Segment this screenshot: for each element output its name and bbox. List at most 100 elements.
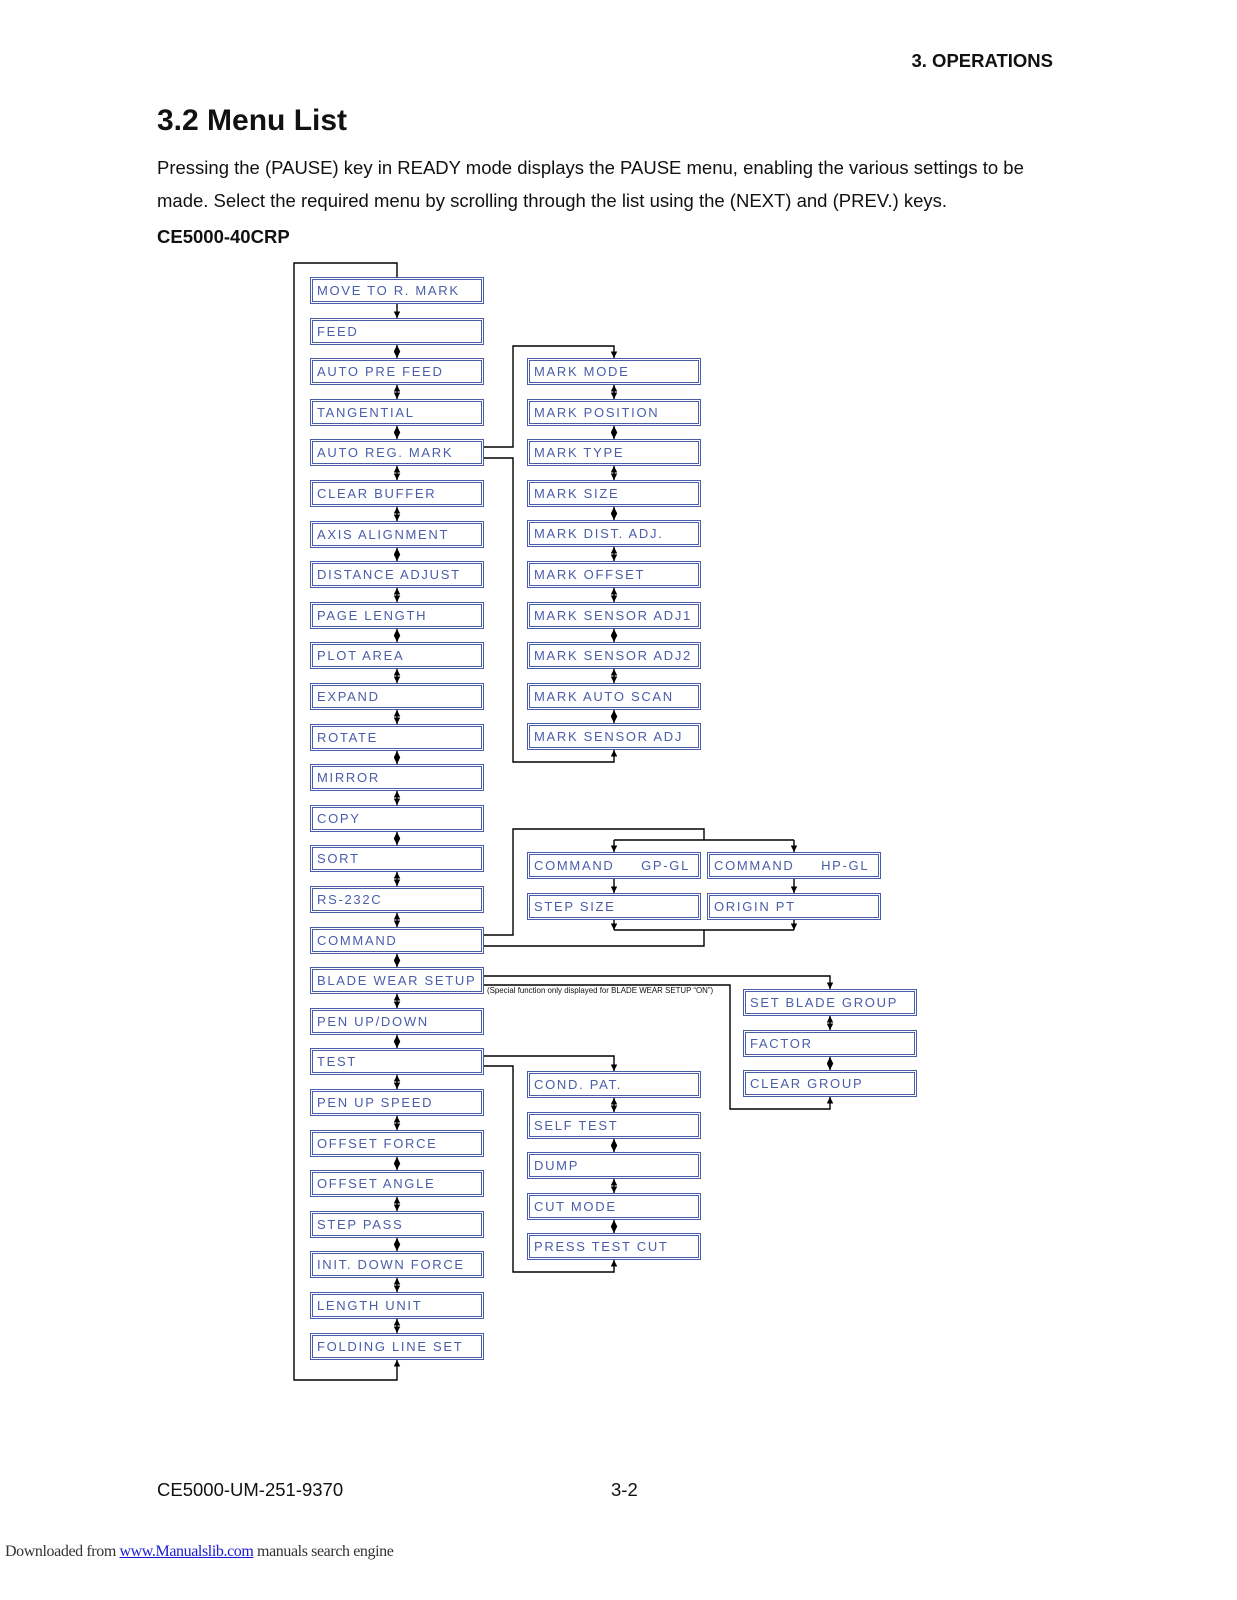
footer-document-number: CE5000-UM-251-9370 xyxy=(157,1479,344,1500)
menu-item-command: COMMAND xyxy=(310,927,484,954)
menu-label: FACTOR xyxy=(750,1036,813,1051)
menu-item-pen-up-speed: PEN UP SPEED xyxy=(310,1089,484,1116)
auto-reg-mark-enter-line xyxy=(484,345,618,448)
intro-line: made. Select the required menu by scroll… xyxy=(157,190,948,211)
menu-label: FEED xyxy=(317,324,359,339)
menu-label: MARK SENSOR ADJ xyxy=(534,729,684,744)
menu-label: SORT xyxy=(317,851,360,866)
menu-label: ORIGIN PT xyxy=(714,899,796,914)
menu-label: MIRROR xyxy=(317,770,380,785)
submenu-item-cond-pat: COND. PAT. xyxy=(527,1071,701,1098)
menu-label: DISTANCE ADJUST xyxy=(317,567,461,582)
menu-label: OFFSET ANGLE xyxy=(317,1176,436,1191)
menu-label: COPY xyxy=(317,811,361,826)
menu-item-folding-line-set: FOLDING LINE SET xyxy=(310,1333,484,1360)
menu-label: DUMP xyxy=(534,1158,580,1173)
submenu-item-mark-sensor-adj2: MARK SENSOR ADJ2 xyxy=(527,642,701,669)
submenu-item-command-gp-gl: COMMAND GP-GL xyxy=(527,852,701,879)
menu-label: CLEAR GROUP xyxy=(750,1076,864,1091)
menu-label: STEP SIZE xyxy=(534,899,616,914)
menu-label: RS-232C xyxy=(317,892,383,907)
menu-label: PEN UP SPEED xyxy=(317,1095,434,1110)
menu-item-distance-adjust: DISTANCE ADJUST xyxy=(310,561,484,588)
submenu-item-mark-type: MARK TYPE xyxy=(527,439,701,466)
menu-loop-return-line xyxy=(293,262,401,1381)
menu-item-auto-pre-feed: AUTO PRE FEED xyxy=(310,358,484,385)
menu-label: INIT. DOWN FORCE xyxy=(317,1257,465,1272)
menu-label: MARK TYPE xyxy=(534,445,625,460)
download-banner: Downloaded from www.Manualslib.com manua… xyxy=(5,1541,394,1563)
menu-label: CLEAR BUFFER xyxy=(317,486,437,501)
menu-label: STEP PASS xyxy=(317,1217,404,1232)
menu-item-rotate: ROTATE xyxy=(310,724,484,751)
menu-item-copy: COPY xyxy=(310,805,484,832)
menu-label: MARK SENSOR ADJ1 xyxy=(534,608,692,623)
blade-wear-enter-line xyxy=(484,975,834,989)
menu-label: ROTATE xyxy=(317,730,378,745)
submenu-item-mark-offset: MARK OFFSET xyxy=(527,561,701,588)
intro-paragraph: Pressing the (PAUSE) key in READY mode d… xyxy=(157,151,1024,217)
submenu-item-mark-sensor-adj1: MARK SENSOR ADJ1 xyxy=(527,602,701,629)
menu-label: AUTO REG. MARK xyxy=(317,445,454,460)
menu-item-auto-reg-mark: AUTO REG. MARK xyxy=(310,439,484,466)
menu-item-axis-alignment: AXIS ALIGNMENT xyxy=(310,521,484,548)
menu-label: AUTO PRE FEED xyxy=(317,364,444,379)
menu-label: BLADE WEAR SETUP xyxy=(317,973,477,988)
section-header: 3. OPERATIONS xyxy=(911,50,1053,71)
menu-label: AXIS ALIGNMENT xyxy=(317,527,450,542)
menu-label: COMMAND xyxy=(317,933,398,948)
submenu-item-clear-group: CLEAR GROUP xyxy=(743,1070,917,1097)
menu-label: COMMAND GP-GL xyxy=(534,858,691,873)
submenu-item-mark-dist-adj: MARK DIST. ADJ. xyxy=(527,520,701,547)
command-return-line xyxy=(484,930,705,947)
submenu-item-self-test: SELF TEST xyxy=(527,1112,701,1139)
menu-label: EXPAND xyxy=(317,689,380,704)
menu-item-move-to-r-mark: MOVE TO R. MARK xyxy=(310,277,484,304)
model-heading: CE5000-40CRP xyxy=(157,226,290,247)
submenu-item-origin-pt: ORIGIN PT xyxy=(707,893,881,920)
menu-label: TEST xyxy=(317,1054,358,1069)
menu-label: SELF TEST xyxy=(534,1118,619,1133)
submenu-item-step-size: STEP SIZE xyxy=(527,893,701,920)
submenu-item-press-test-cut: PRESS TEST CUT xyxy=(527,1233,701,1260)
download-suffix: manuals search engine xyxy=(253,1543,394,1560)
menu-label: MARK DIST. ADJ. xyxy=(534,526,664,541)
menu-item-offset-angle: OFFSET ANGLE xyxy=(310,1170,484,1197)
footer-page-number: 3-2 xyxy=(611,1479,638,1500)
submenu-item-dump: DUMP xyxy=(527,1152,701,1179)
menu-label: MARK MODE xyxy=(534,364,630,379)
test-return-line xyxy=(484,1065,618,1273)
page-title: 3.2 Menu List xyxy=(157,104,348,137)
menu-item-init-down-force: INIT. DOWN FORCE xyxy=(310,1251,484,1278)
submenu-item-mark-size: MARK SIZE xyxy=(527,480,701,507)
menu-label: MARK SIZE xyxy=(534,486,620,501)
blade-wear-note: (Special function only displayed for BLA… xyxy=(487,986,714,995)
menu-item-length-unit: LENGTH UNIT xyxy=(310,1292,484,1319)
menu-item-test: TEST xyxy=(310,1048,484,1075)
submenu-item-set-blade-group: SET BLADE GROUP xyxy=(743,989,917,1016)
menu-label: MARK POSITION xyxy=(534,405,660,420)
menu-item-sort: SORT xyxy=(310,845,484,872)
menu-item-mirror: MIRROR xyxy=(310,764,484,791)
submenu-item-mark-mode: MARK MODE xyxy=(527,358,701,385)
submenu-item-mark-auto-scan: MARK AUTO SCAN xyxy=(527,683,701,710)
menu-label: OFFSET FORCE xyxy=(317,1136,438,1151)
menu-label: PRESS TEST CUT xyxy=(534,1239,669,1254)
intro-line: Pressing the (PAUSE) key in READY mode d… xyxy=(157,157,1024,178)
download-prefix: Downloaded from xyxy=(5,1543,120,1560)
menu-item-plot-area: PLOT AREA xyxy=(310,642,484,669)
submenu-item-mark-position: MARK POSITION xyxy=(527,399,701,426)
menu-item-pen-up-down: PEN UP/DOWN xyxy=(310,1008,484,1035)
menu-item-tangential: TANGENTIAL xyxy=(310,399,484,426)
menu-item-expand: EXPAND xyxy=(310,683,484,710)
menu-label: LENGTH UNIT xyxy=(317,1298,423,1313)
menu-label: MARK SENSOR ADJ2 xyxy=(534,648,692,663)
menu-label: FOLDING LINE SET xyxy=(317,1339,464,1354)
command-enter-line xyxy=(484,828,705,936)
menu-item-rs-232c: RS-232C xyxy=(310,886,484,913)
menu-label: TANGENTIAL xyxy=(317,405,415,420)
menu-label: PEN UP/DOWN xyxy=(317,1014,429,1029)
manualslib-link[interactable]: www.Manualslib.com xyxy=(119,1543,254,1560)
